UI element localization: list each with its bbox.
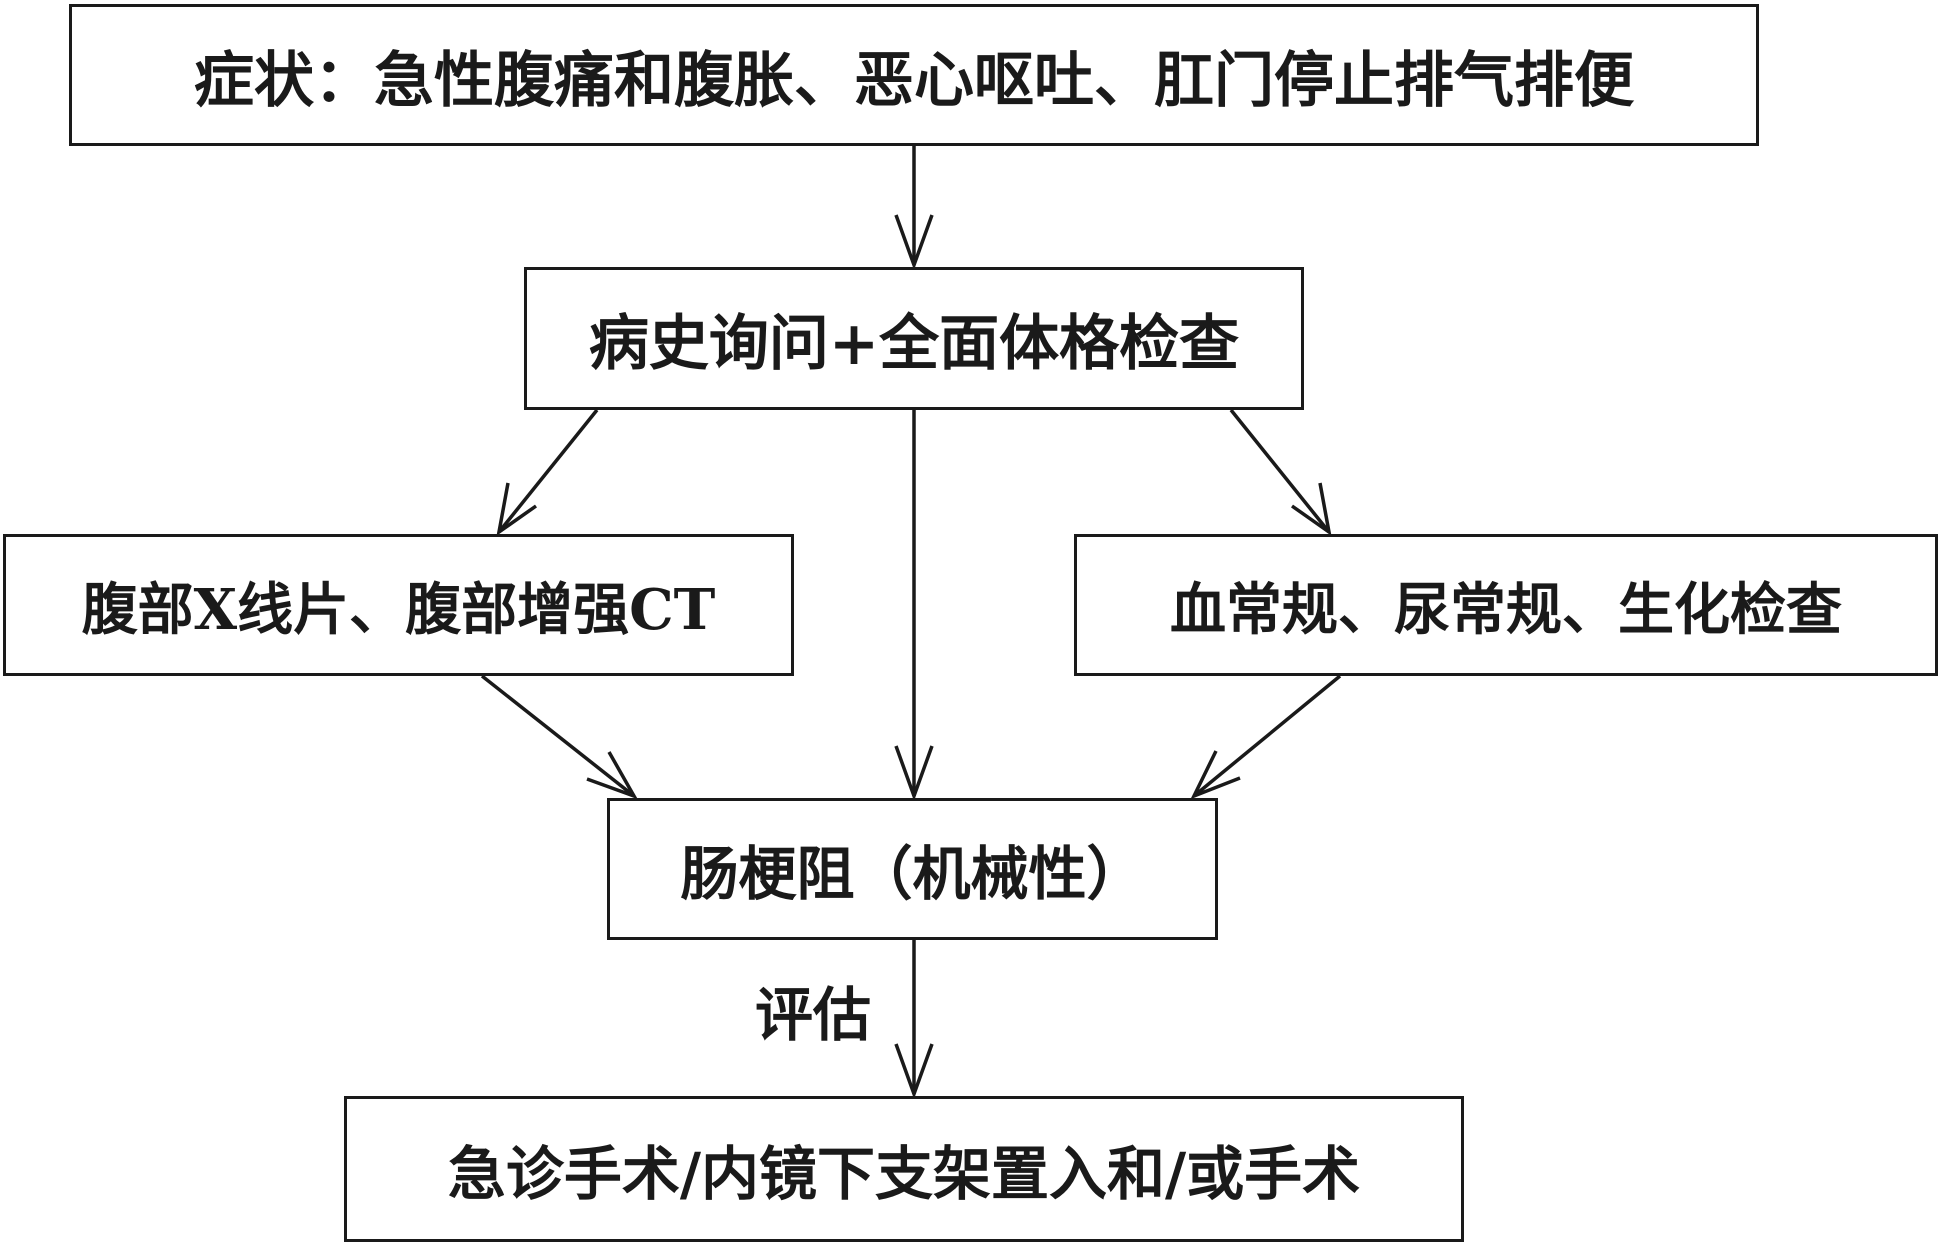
node-diagnosis: 肠梗阻（机械性） [607,798,1218,940]
arrowhead-history-to-imaging [496,482,538,536]
arrowhead-symptoms-to-history [894,214,934,271]
arrow-history-to-labs [1229,408,1331,534]
node-imaging: 腹部X线片、腹部增强CT [3,534,794,676]
edge-label-assess: 评估 [755,981,872,1049]
node-treatment-label: 急诊手术/内镜下支架置入和/或手术 [447,1140,1361,1208]
arrowhead-history-to-labs [1290,482,1332,536]
node-labs-label: 血常规、尿常规、生化检查 [1170,576,1842,643]
node-history-exam: 病史询问+全面体格检查 [524,267,1304,410]
arrow-history-to-imaging [497,408,599,534]
arrowhead-imaging-to-diagnosis [586,751,638,800]
arrow-imaging-to-diagnosis [480,674,636,798]
node-labs: 血常规、尿常规、生化检查 [1074,534,1938,676]
arrowhead-diagnosis-to-treatment [894,1043,934,1100]
arrow-labs-to-diagnosis [1192,674,1342,798]
node-treatment: 急诊手术/内镜下支架置入和/或手术 [344,1096,1464,1242]
arrowhead-labs-to-diagnosis [1190,750,1241,800]
node-history-exam-label: 病史询问+全面体格检查 [588,309,1240,379]
node-imaging-label: 腹部X线片、腹部增强CT [81,576,716,643]
arrowhead-history-to-diagnosis [894,745,934,802]
node-symptoms-label: 症状：急性腹痛和腹胀、恶心呕吐、肛门停止排气排便 [194,45,1634,116]
node-symptoms: 症状：急性腹痛和腹胀、恶心呕吐、肛门停止排气排便 [69,4,1759,146]
node-diagnosis-label: 肠梗阻（机械性） [680,840,1145,908]
